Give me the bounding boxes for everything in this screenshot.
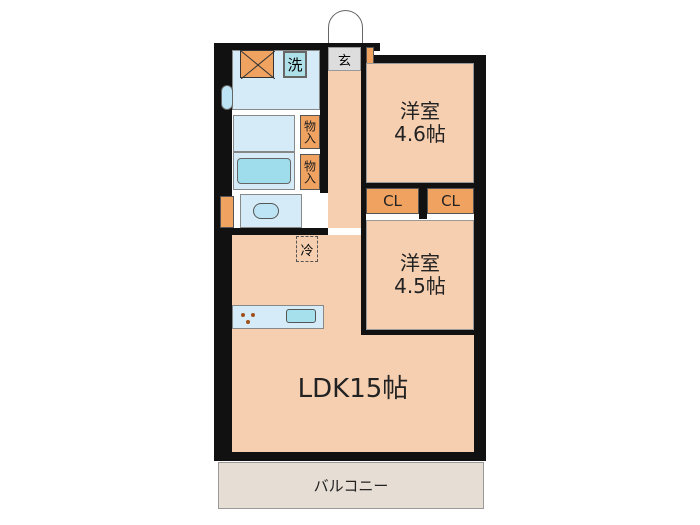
wall (361, 330, 481, 335)
sink-icon (221, 85, 233, 110)
room-size: 4.6帖 (394, 122, 446, 146)
room-name: 洋室 (400, 251, 440, 275)
entrance-door (328, 10, 363, 44)
room-name: 洋室 (400, 99, 440, 123)
storage-2: 物入 (300, 154, 320, 190)
wall (320, 43, 328, 193)
wall (232, 228, 328, 235)
wall (214, 43, 380, 51)
toilet-room (240, 194, 302, 228)
wall (419, 183, 427, 219)
toilet-icon (253, 203, 279, 219)
balcony: バルコニー (218, 462, 484, 509)
stove-icon (240, 310, 256, 324)
wall (474, 55, 486, 461)
western-room-2 (366, 220, 474, 330)
storage-small (220, 196, 234, 228)
entrance: 玄 (328, 47, 361, 71)
closet-1: CL (366, 188, 419, 214)
room-size: 4.5帖 (394, 274, 446, 298)
washing-machine-label: 洗 (283, 51, 307, 78)
wall (361, 50, 366, 335)
wall (366, 55, 486, 63)
bathtub-icon (237, 158, 291, 184)
shaft-box (240, 50, 276, 80)
western-room-1 (366, 63, 474, 183)
fridge-space: 冷 (296, 236, 318, 262)
ldk-label: LDK15帖 (297, 374, 409, 404)
wall (214, 452, 486, 461)
wall (214, 43, 232, 461)
storage-1: 物入 (300, 115, 320, 149)
ldk (232, 335, 474, 452)
closet-2: CL (427, 188, 474, 214)
hallway (328, 70, 361, 228)
dressing-room (233, 115, 295, 152)
kitchen-sink-icon (286, 309, 316, 323)
